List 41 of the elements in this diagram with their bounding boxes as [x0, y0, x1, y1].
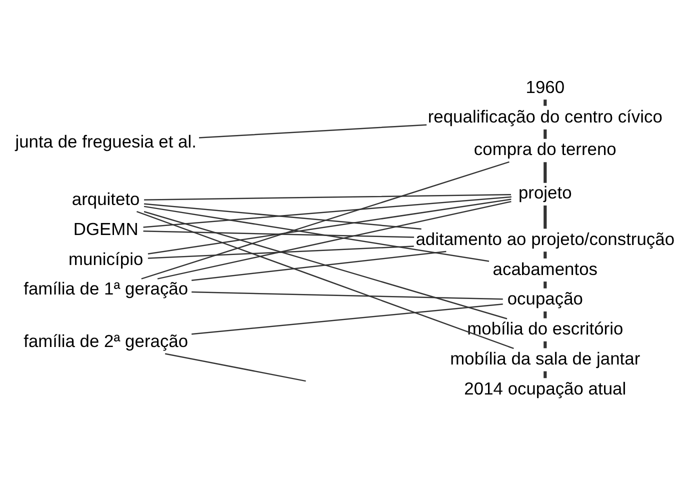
- connector: [144, 206, 490, 262]
- node-text: município: [68, 248, 144, 269]
- connector: [544, 206, 547, 229]
- connector: [544, 162, 547, 183]
- node-text: 2014 ocupação atual: [464, 378, 626, 398]
- node-text: DGEMN: [73, 218, 138, 239]
- node-text: junta de freguesia et al.: [15, 132, 196, 152]
- node-text: família de 2ª geração: [24, 331, 188, 352]
- node-text: compra do terreno: [474, 139, 616, 160]
- connector: [141, 161, 510, 280]
- connector: [544, 311, 547, 318]
- connector: [192, 291, 503, 300]
- connector: [143, 230, 414, 238]
- node-text: aditamento ao projeto/construção: [416, 228, 675, 249]
- connector: [143, 196, 512, 228]
- connector: [544, 252, 547, 258]
- connector: [192, 304, 503, 335]
- connector: [144, 194, 511, 200]
- connector: [148, 198, 512, 254]
- connector: [544, 282, 547, 288]
- connector: [198, 124, 427, 138]
- connector: [165, 353, 306, 382]
- connector: [136, 211, 514, 350]
- connector: [192, 250, 446, 281]
- connector: [544, 341, 547, 348]
- connector: [148, 246, 414, 259]
- node-text: projeto: [518, 182, 572, 203]
- connector: [157, 200, 512, 280]
- connector: [544, 129, 547, 139]
- node-text: arquiteto: [72, 188, 140, 209]
- node-text: ocupação: [507, 288, 583, 309]
- node-text: 1960: [526, 76, 565, 97]
- connector: [544, 100, 547, 106]
- node-text: mobília da sala de jantar: [450, 348, 640, 368]
- node-text: família de 1ª geração: [24, 278, 188, 299]
- connector: [144, 211, 508, 320]
- node-text: mobília do escritório: [467, 318, 624, 339]
- node-text: requalificação do centro cívico: [428, 106, 662, 127]
- connector: [544, 371, 547, 378]
- node-text: acabamentos: [492, 258, 598, 279]
- connector: [144, 203, 422, 230]
